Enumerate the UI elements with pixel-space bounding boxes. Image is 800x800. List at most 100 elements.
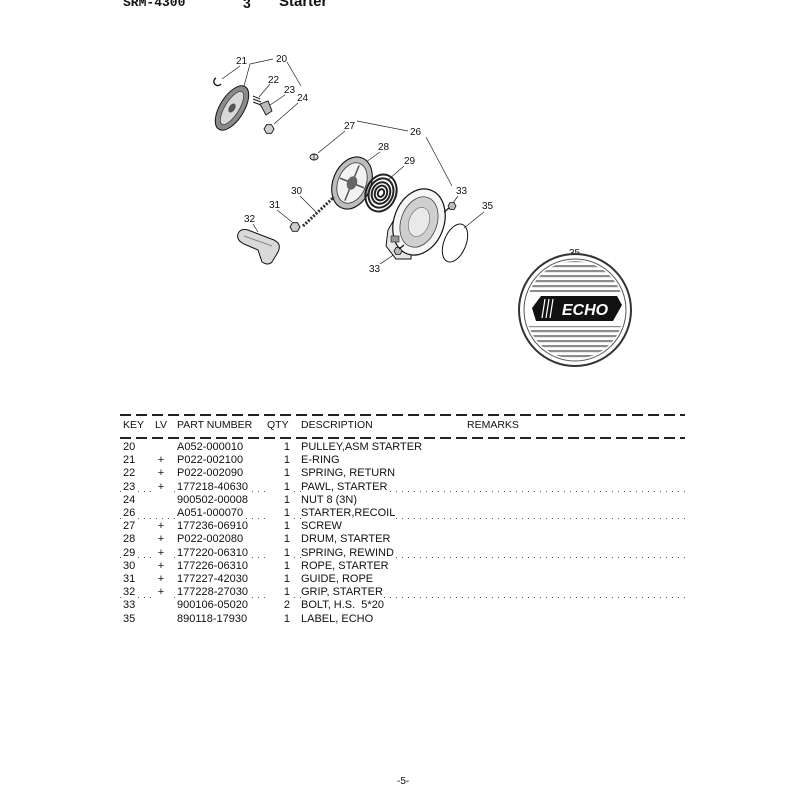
cell-lv: +: [153, 520, 169, 534]
cell-description: GRIP, STARTER: [301, 586, 383, 600]
callout-22: 22: [268, 75, 280, 86]
callout-31: 31: [269, 200, 281, 211]
cell-qty: 2: [268, 599, 290, 613]
cell-part-number: 177228-27030: [177, 586, 248, 600]
cell-lv: +: [153, 559, 169, 573]
callout-24: 24: [297, 93, 309, 104]
table-header-rule: [120, 437, 685, 439]
table-row: 26 A051-000070 1 STARTER,RECOIL: [0, 507, 800, 520]
cell-key: 29: [123, 546, 136, 560]
cell-qty: 1: [268, 454, 290, 468]
column-header-part-number: PART NUMBER: [177, 419, 253, 431]
part-33-bolt-lower-drawing: [393, 244, 405, 255]
section-number: 3: [243, 0, 251, 11]
part-24-nut-drawing: [263, 124, 275, 134]
callout-33-upper: 33: [456, 186, 468, 197]
cell-lv: +: [153, 467, 169, 481]
cell-part-number: 900106-05020: [177, 599, 248, 613]
cell-part-number: A051-000070: [177, 507, 244, 520]
cell-part-number: 177227-42030: [177, 573, 248, 586]
part-33-bolt-upper-drawing: [443, 202, 457, 213]
cell-lv: +: [153, 586, 169, 600]
part-23-pawl-drawing: [259, 100, 273, 116]
cell-lv: +: [153, 480, 169, 494]
part-26-starter-case-drawing: [385, 188, 446, 260]
cell-part-number: P022-002100: [177, 454, 244, 468]
cell-description: LABEL, ECHO: [301, 612, 374, 626]
cell-qty: 1: [268, 520, 290, 534]
cell-description: GUIDE, ROPE: [301, 573, 374, 586]
cell-key: 31: [123, 573, 136, 586]
callout-29: 29: [404, 156, 416, 167]
cell-description: PAWL, STARTER: [301, 480, 388, 494]
echo-label-detail-drawing: ECHO: [518, 253, 632, 367]
cell-key: 33: [123, 599, 136, 613]
part-20-pulley-drawing: [214, 85, 250, 131]
column-header-key: KEY: [123, 419, 145, 431]
cell-part-number: 900502-00008: [177, 493, 248, 507]
cell-key: 32: [123, 586, 136, 600]
cell-lv: +: [153, 454, 169, 468]
column-header-description: DESCRIPTION: [301, 419, 373, 431]
cell-key: 21: [123, 454, 136, 468]
callout-23: 23: [284, 85, 296, 96]
cell-qty: 1: [268, 586, 290, 600]
callout-33-lower: 33: [369, 264, 381, 275]
table-row: 35 890118-17930 1 LABEL, ECHO: [0, 612, 800, 626]
callout-35: 35: [482, 201, 494, 212]
column-header-remarks: REMARKS: [467, 419, 519, 431]
table-top-rule: [120, 414, 685, 416]
cell-qty: 1: [268, 546, 290, 560]
callout-32: 32: [244, 214, 256, 225]
cell-part-number: 177236-06910: [177, 520, 248, 534]
part-31-guide-drawing: [289, 222, 301, 232]
cell-key: 35: [123, 612, 136, 626]
cell-description: SCREW: [301, 520, 342, 534]
cell-part-number: 177218-40630: [177, 480, 248, 494]
part-29-rewind-spring-drawing: [364, 173, 398, 213]
cell-part-number: 890118-17930: [177, 612, 248, 626]
cell-qty: 1: [268, 559, 290, 573]
cell-qty: 1: [268, 467, 290, 481]
callout-26: 26: [410, 127, 422, 138]
table-row: 24 900502-00008 1 NUT 8 (3N): [0, 493, 800, 507]
starter-exploded-diagram: 21 20 22 23 24 27 26 28 29 30 33 35 31 3…: [213, 54, 632, 367]
cell-key: 26: [123, 507, 136, 520]
cell-qty: 1: [268, 533, 290, 547]
cell-description: DRUM, STARTER: [301, 533, 391, 547]
model-number: SRM-4300: [123, 0, 186, 10]
part-32-grip-drawing: [237, 229, 280, 265]
cell-description: STARTER,RECOIL: [301, 507, 396, 520]
cell-qty: 1: [268, 507, 290, 520]
cell-description: SPRING, RETURN: [301, 467, 396, 481]
page-number: -5-: [397, 776, 410, 787]
cell-description: E-RING: [301, 454, 340, 468]
cell-qty: 1: [268, 612, 290, 626]
leader-lines: [221, 58, 485, 265]
cell-part-number: 177220-06310: [177, 546, 248, 560]
cell-key: 22: [123, 467, 136, 481]
cell-lv: +: [153, 533, 169, 547]
callout-27: 27: [344, 121, 356, 132]
cell-description: NUT 8 (3N): [301, 493, 358, 507]
callout-30: 30: [291, 186, 303, 197]
cell-description: PULLEY,ASM STARTER: [301, 441, 423, 454]
echo-logo-text: ECHO: [562, 302, 609, 319]
cell-key: 24: [123, 493, 136, 507]
cell-key: 23: [123, 480, 136, 494]
part-35-label-edge-drawing: [441, 223, 469, 263]
cell-part-number: A052-000010: [177, 441, 244, 454]
cell-description: SPRING, REWIND: [301, 546, 394, 560]
cell-part-number: P022-002080: [177, 533, 244, 547]
cell-qty: 1: [268, 493, 290, 507]
callout-20: 20: [276, 54, 288, 65]
column-header-lv: LV: [155, 419, 168, 431]
callout-21: 21: [236, 56, 248, 67]
